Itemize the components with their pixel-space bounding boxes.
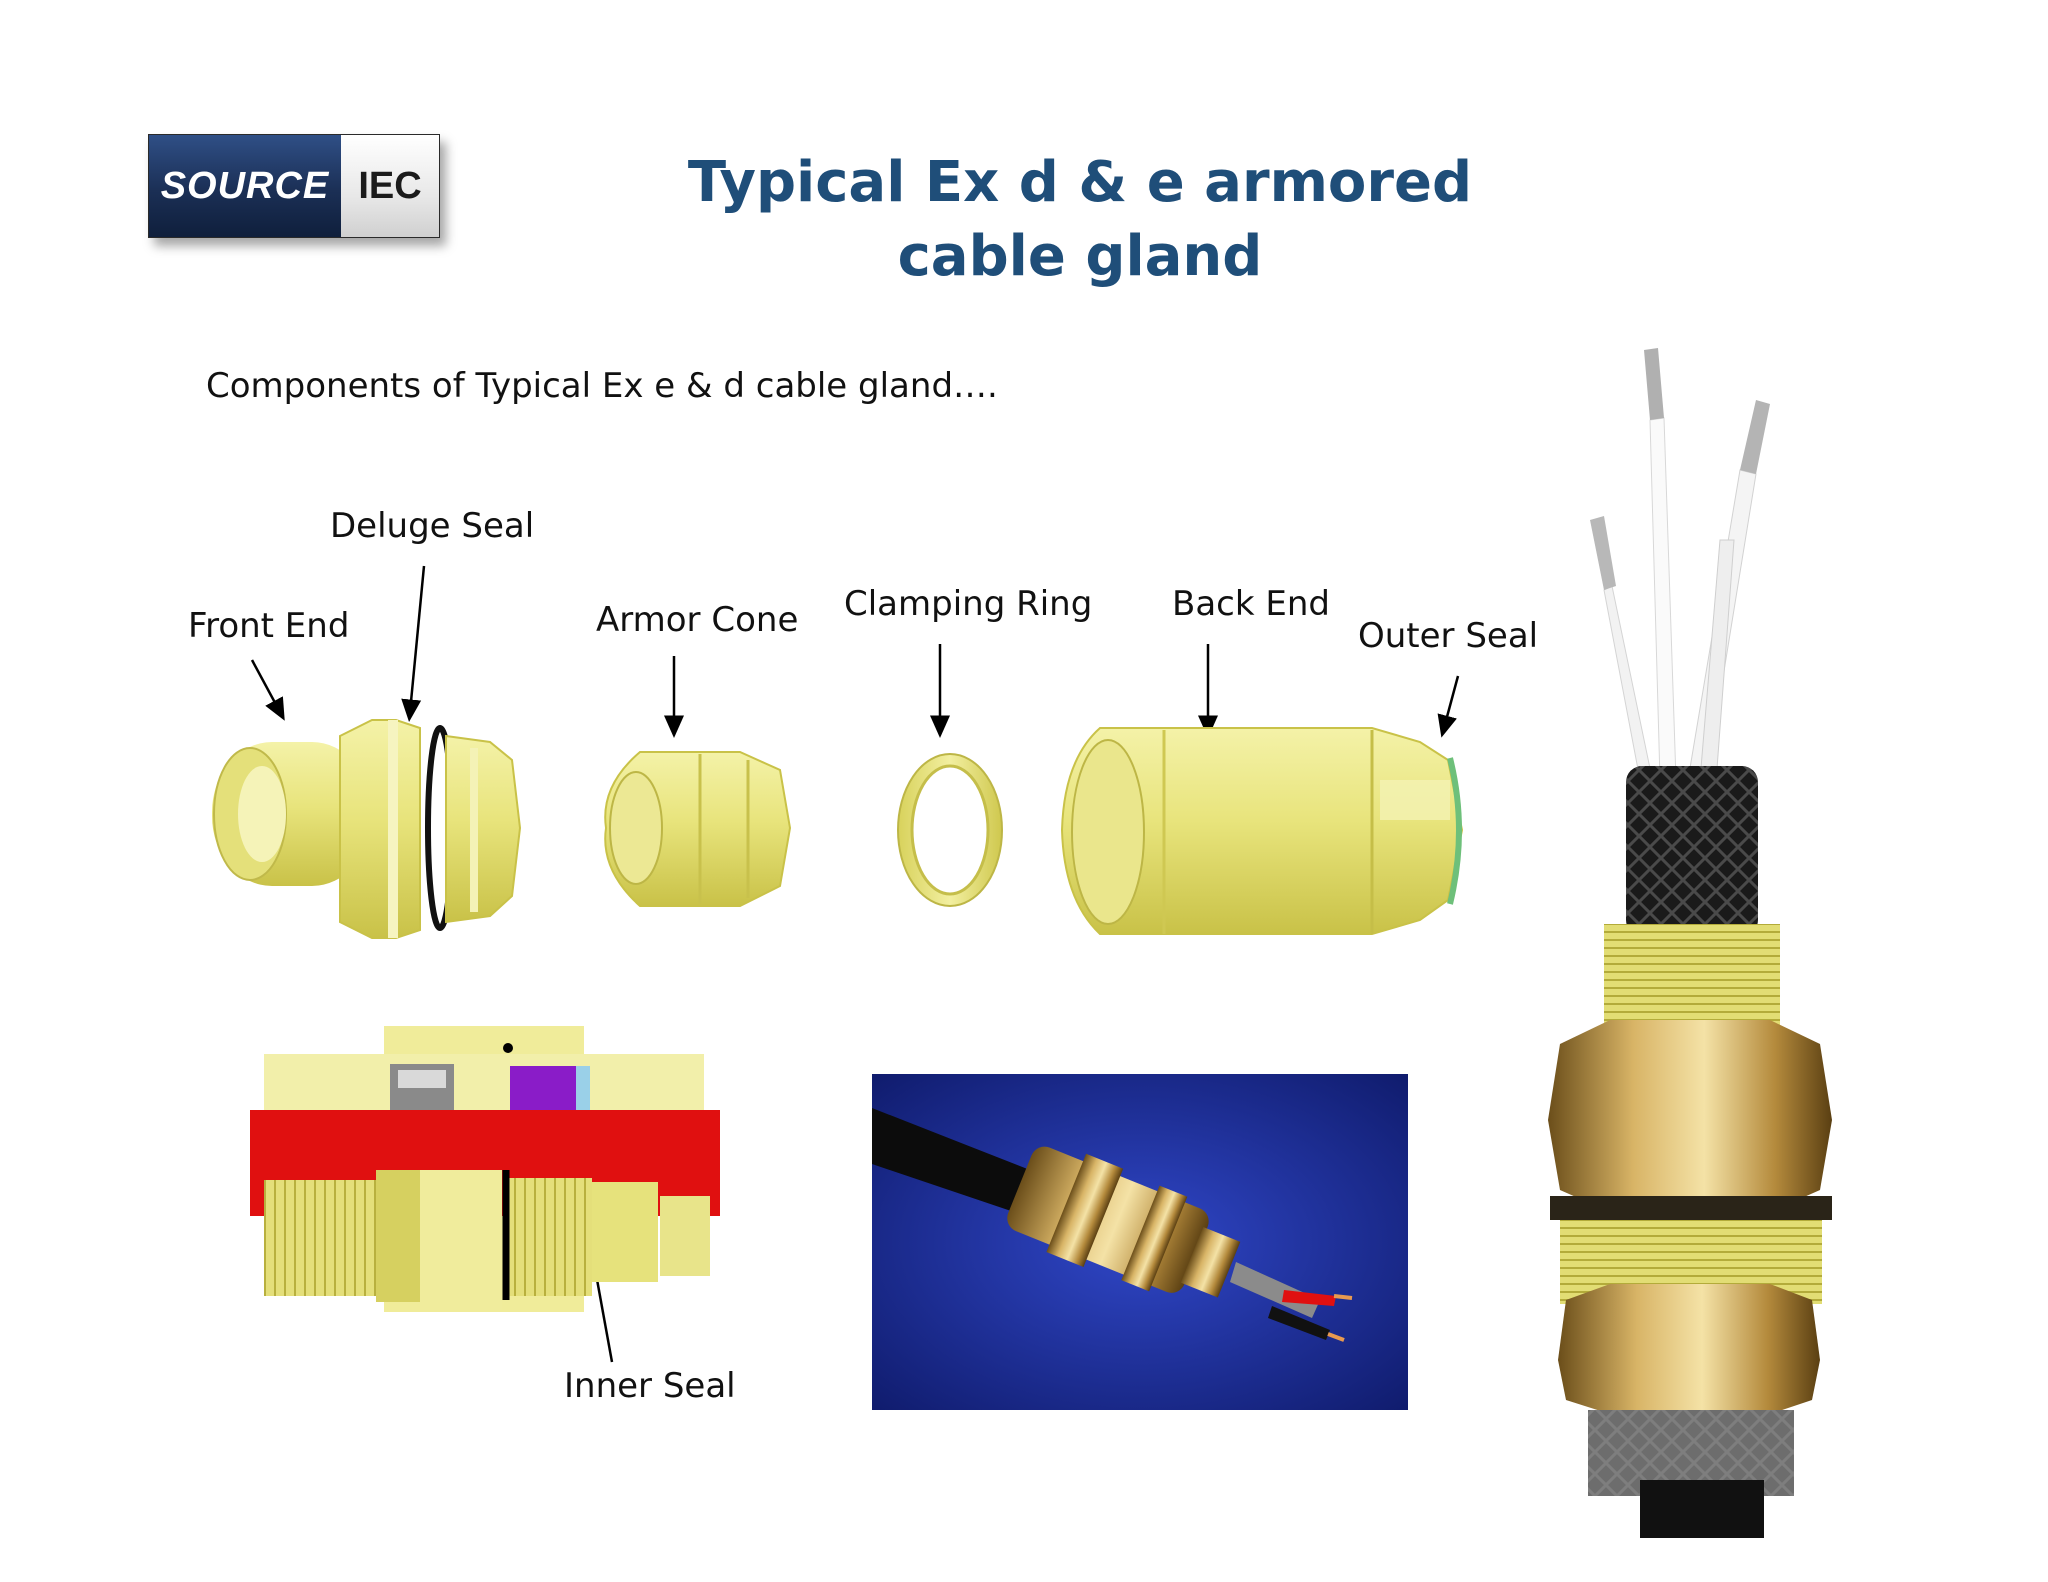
back-end-part: [1060, 727, 1464, 935]
label-deluge-seal: Deluge Seal: [330, 506, 535, 546]
label-front-end: Front End: [188, 606, 350, 646]
label-back-end: Back End: [1172, 584, 1330, 624]
title-line-1: Typical Ex d & e armored: [687, 150, 1473, 215]
logo-iec-text: IEC: [341, 135, 439, 237]
label-inner-seal: Inner Seal: [564, 1366, 736, 1406]
components-subtitle: Components of Typical Ex e & d cable gla…: [206, 366, 998, 406]
label-outer-seal: Outer Seal: [1358, 616, 1539, 656]
front-end-part: [212, 719, 522, 939]
page-title: Typical Ex d & e armored cable gland: [560, 146, 1600, 294]
title-line-2: cable gland: [897, 224, 1263, 289]
label-armor-cone: Armor Cone: [596, 600, 799, 640]
logo-source-text: SOURCE: [149, 135, 341, 237]
arrow-outer-seal: [1437, 675, 1460, 738]
arrow-deluge-seal: [401, 565, 426, 722]
clamping-ring-part: [897, 753, 1003, 907]
outer-seal-ring: [1447, 757, 1462, 905]
cross-section-drawing: [250, 1026, 720, 1312]
armor-cone-part: [604, 751, 792, 907]
arrow-front-end: [250, 659, 285, 721]
armored-cable-gland-photo: [1548, 348, 1832, 1538]
source-iec-logo: SOURCE IEC: [148, 134, 440, 238]
inner-seal-purple: [510, 1066, 586, 1112]
label-clamping-ring: Clamping Ring: [844, 584, 1093, 624]
cable-gland-photo: [872, 1074, 1408, 1410]
